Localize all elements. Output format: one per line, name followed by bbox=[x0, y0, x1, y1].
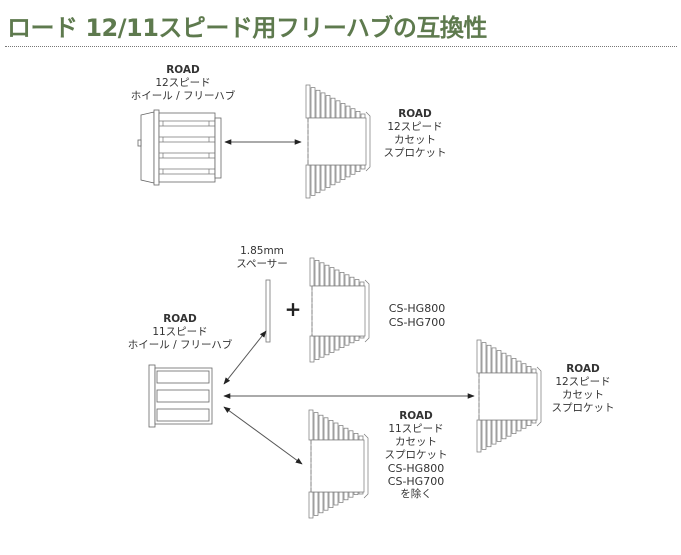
label-line: カセット bbox=[394, 134, 436, 146]
label-line: CS-HG700 bbox=[388, 316, 446, 329]
label-line: ROAD bbox=[163, 313, 197, 325]
label-line: ROAD bbox=[399, 410, 433, 422]
label-line: スプロケット bbox=[383, 147, 447, 159]
label-line: 12スピード bbox=[555, 376, 611, 388]
label-line: ROAD bbox=[166, 64, 200, 76]
road11-cassette-label: ROAD 11スピード カセット スプロケット CS-HG800 CS-HG70… bbox=[381, 410, 451, 501]
spacer-ring bbox=[265, 279, 271, 343]
double-arrow-to-11s-cassette bbox=[223, 406, 303, 465]
road12-cassette-bottom bbox=[476, 339, 542, 453]
road12-freehub-body bbox=[137, 109, 222, 186]
label-line: CS-HG800 bbox=[387, 462, 445, 475]
road11-cassette bbox=[308, 409, 369, 519]
road11-freehub-body bbox=[148, 364, 213, 428]
label-line: スペーサー bbox=[236, 258, 288, 270]
road11-freehub-label: ROAD 11スピード ホイール / フリーハブ bbox=[125, 313, 235, 352]
label-line: CS-HG700 bbox=[387, 475, 445, 488]
spacer-label: 1.85mm スペーサー bbox=[232, 245, 292, 271]
label-line: 11スピード bbox=[152, 326, 208, 338]
hg-cassette bbox=[309, 257, 370, 363]
label-line: 11スピード bbox=[388, 423, 444, 435]
label-line: 12スピード bbox=[387, 121, 443, 133]
label-line: スプロケット bbox=[551, 402, 615, 414]
label-line: ROAD bbox=[398, 108, 432, 120]
label-line: スプロケット bbox=[384, 449, 448, 461]
title-divider bbox=[5, 46, 677, 47]
plus-sign: + bbox=[284, 297, 302, 321]
label-line: を除く bbox=[400, 488, 432, 500]
label-line: ホイール / フリーハブ bbox=[130, 90, 236, 102]
label-line: カセット bbox=[562, 389, 604, 401]
label-line: 1.85mm bbox=[240, 245, 284, 257]
label-line: CS-HG800 bbox=[388, 302, 446, 315]
road12-freehub-label: ROAD 12スピード ホイール / フリーハブ bbox=[128, 64, 238, 103]
label-line: ROAD bbox=[566, 363, 600, 375]
label-line: ホイール / フリーハブ bbox=[127, 339, 233, 351]
page-title: ロード 12/11スピード用フリーハブの互換性 bbox=[7, 14, 487, 42]
road12-cassette-label-bottom: ROAD 12スピード カセット スプロケット bbox=[548, 363, 618, 415]
hg-cassette-label: CS-HG800 CS-HG700 bbox=[382, 302, 452, 330]
label-line: カセット bbox=[395, 436, 437, 448]
label-line: 12スピード bbox=[155, 77, 211, 89]
arrow-to-spacer bbox=[223, 330, 267, 385]
road12-cassette-label-top: ROAD 12スピード カセット スプロケット bbox=[380, 108, 450, 160]
road12-cassette-top bbox=[305, 84, 371, 199]
